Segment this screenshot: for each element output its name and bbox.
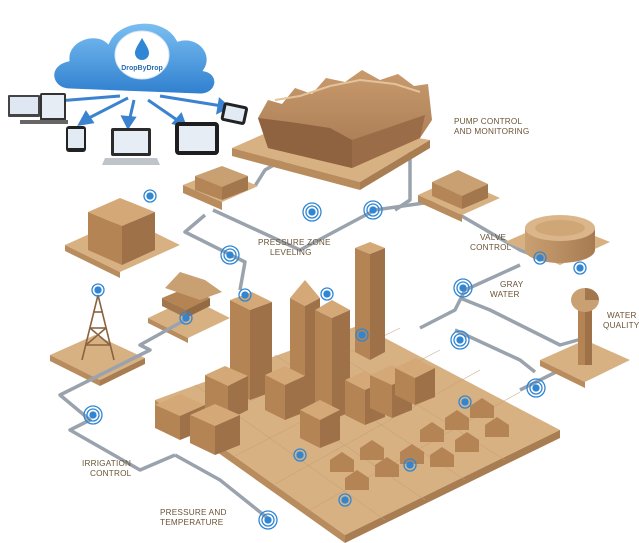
label-irrigation-control-2: CONTROL: [90, 469, 132, 478]
skyscraper-tall: [355, 242, 385, 360]
wifi-sensor-icon: [293, 448, 307, 462]
wifi-sensor-icon: [220, 245, 240, 265]
sensors: [83, 189, 587, 530]
label-gray-water-2: WATER: [490, 290, 520, 299]
label-irrigation-control-1: IRRIGATION: [82, 459, 131, 468]
pump-house-left: [183, 166, 258, 210]
wifi-sensor-icon: [533, 251, 547, 265]
wifi-sensor-icon: [238, 288, 252, 302]
wifi-sensor-icon: [179, 311, 193, 325]
labels: PUMP CONTROL AND MONITORING PRESSURE ZON…: [82, 117, 639, 527]
wifi-sensor-icon: [258, 510, 278, 530]
label-pressure-zone-1: PRESSURE ZONE: [258, 238, 331, 247]
label-pump-control-2: AND MONITORING: [454, 127, 529, 136]
label-valve-control-1: VALVE: [480, 233, 507, 242]
radio-tower: [81, 294, 115, 361]
wifi-sensor-icon: [143, 189, 157, 203]
wifi-sensor-icon: [453, 278, 473, 298]
device-laptop: [102, 128, 160, 165]
wifi-sensor-icon: [363, 200, 383, 220]
label-pressure-zone-2: LEVELING: [270, 248, 312, 257]
label-water-quality-2: QUALITY: [603, 321, 639, 330]
device-smartphone: [220, 102, 249, 125]
wifi-sensor-icon: [450, 330, 470, 350]
wifi-sensor-icon: [403, 458, 417, 472]
building-cluster: [155, 358, 435, 455]
tower-platform: [50, 335, 145, 386]
label-pressure-temperature-1: PRESSURE AND: [160, 508, 227, 517]
house-row: [330, 398, 509, 490]
cloud-icon: DropByDrop: [51, 20, 218, 97]
wifi-sensor-icon: [573, 261, 587, 275]
water-storage-tank: [505, 215, 610, 265]
wifi-sensor-icon: [302, 202, 322, 222]
wifi-sensor-icon: [320, 287, 334, 301]
device-desktop-monitor: [8, 93, 68, 124]
pump-station-terrain: [232, 70, 432, 190]
pump-house-right: [418, 170, 500, 222]
wifi-sensor-icon: [526, 378, 546, 398]
water-tower: [540, 288, 630, 388]
label-pressure-temperature-2: TEMPERATURE: [160, 518, 224, 527]
wifi-sensor-icon: [338, 493, 352, 507]
device-smartphone: [66, 126, 86, 152]
water-drop-icon: [135, 38, 149, 60]
house: [162, 272, 222, 318]
cloud-brand-label: DropByDrop: [121, 65, 163, 72]
pipe-network: [58, 134, 587, 522]
wifi-sensor-icon: [355, 328, 369, 342]
block-building: [88, 198, 155, 265]
wifi-sensor-icon: [83, 405, 103, 425]
wifi-sensor-icon: [458, 395, 472, 409]
label-pump-control-1: PUMP CONTROL: [454, 117, 522, 126]
wifi-sensor-icon: [91, 283, 105, 297]
label-gray-water-1: GRAY: [500, 280, 524, 289]
label-water-quality-1: WATER: [607, 311, 637, 320]
device-tablet: [175, 122, 219, 155]
label-valve-control-2: CONTROL: [470, 243, 512, 252]
